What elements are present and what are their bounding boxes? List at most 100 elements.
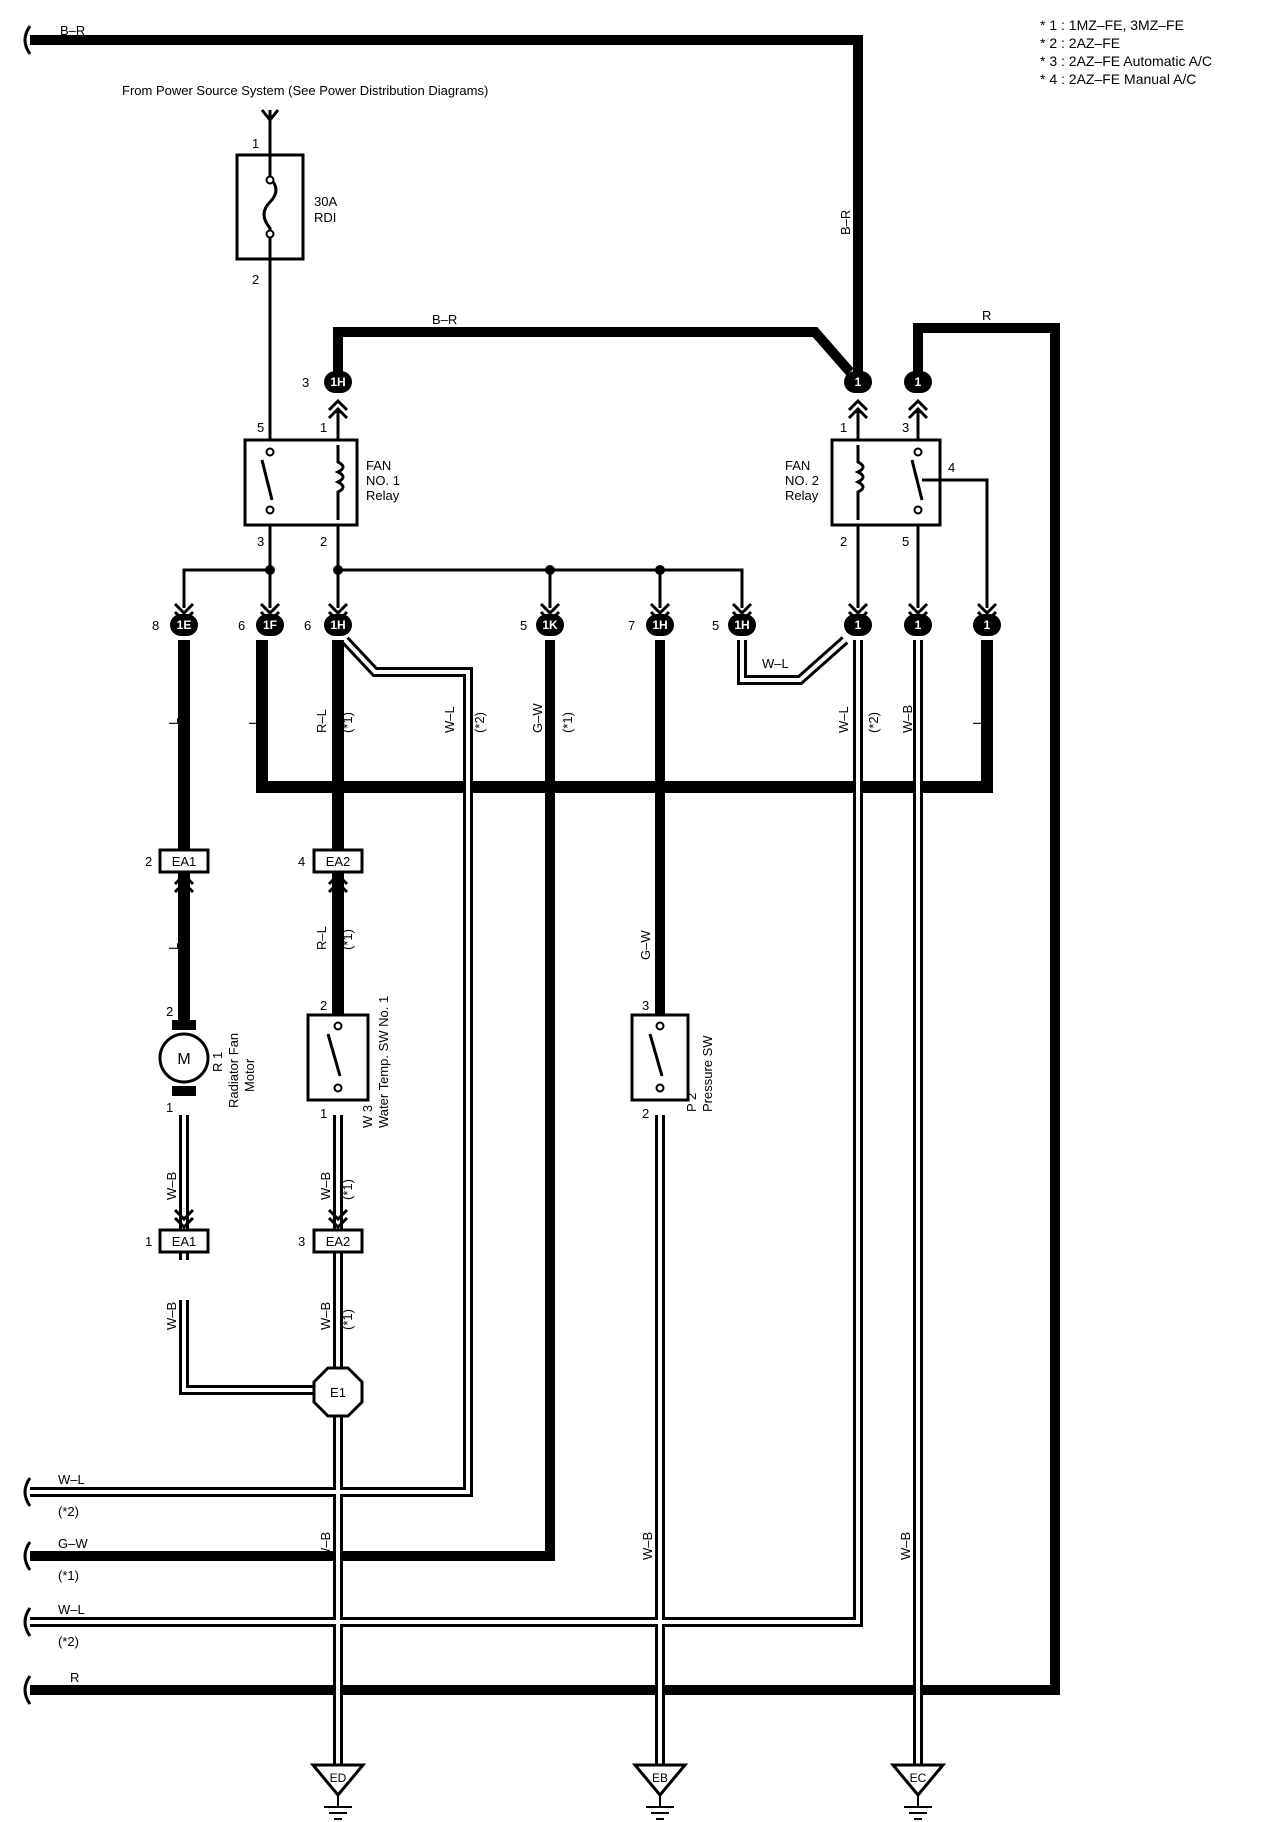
svg-text:L: L (246, 718, 261, 725)
pressure-switch: 3 2 P 2 Pressure SW (630, 998, 715, 1121)
pin-1h-top: 3 (302, 375, 309, 390)
svg-text:NO. 1: NO. 1 (366, 473, 400, 488)
connector-1h-c: 1H 5 (712, 602, 756, 636)
svg-text:1E: 1E (177, 618, 192, 632)
ground-ec: EC (891, 1763, 945, 1821)
svg-text:2: 2 (642, 1106, 649, 1121)
svg-text:(*1): (*1) (340, 1179, 355, 1200)
svg-text:EA2: EA2 (326, 1234, 351, 1249)
ground-ed: ED (311, 1763, 365, 1821)
connector-ea1-lower: EA1 1 (145, 1208, 210, 1254)
relay2-pin-5: 5 (902, 534, 909, 549)
svg-text:(*1): (*1) (340, 929, 355, 950)
svg-text:(*1): (*1) (58, 1568, 79, 1583)
water-temp-switch: 2 1 W 3 Water Temp. SW No. 1 (306, 996, 391, 1128)
relay1-pin-3: 3 (257, 534, 264, 549)
connector-1-c: 1 (973, 602, 1001, 636)
svg-text:1K: 1K (542, 618, 558, 632)
svg-text:Relay: Relay (785, 488, 819, 503)
fuse-rating: 30A (314, 194, 337, 209)
svg-text:1: 1 (855, 618, 862, 632)
connector-ea1-upper: EA1 2 (145, 848, 210, 894)
svg-text:L: L (970, 718, 985, 725)
ground-eb: EB (633, 1763, 687, 1821)
connector-1h-top: 1H 3 (302, 371, 352, 420)
svg-text:W–L: W–L (58, 1602, 85, 1617)
svg-text:Pressure SW: Pressure SW (700, 1035, 715, 1112)
connector-row: 1E 8 1F 6 1H 6 1K 5 1H 7 (152, 602, 1001, 636)
svg-text:1: 1 (984, 618, 991, 632)
connector-1-a: 1 (844, 602, 872, 636)
fuse-30a-rdi: 1 2 30A RDI (235, 136, 337, 287)
svg-text:W–L: W–L (442, 706, 457, 733)
svg-text:1: 1 (145, 1234, 152, 1249)
svg-text:B–R: B–R (432, 312, 457, 327)
svg-text:1: 1 (320, 1106, 327, 1121)
svg-text:4: 4 (298, 854, 305, 869)
svg-text:W–B: W–B (164, 1172, 179, 1200)
svg-text:1: 1 (915, 618, 922, 632)
note-4: * 4 : 2AZ–FE Manual A/C (1040, 71, 1196, 87)
junction-e1: E1 (312, 1366, 364, 1418)
svg-text:2: 2 (166, 1004, 173, 1019)
svg-text:R: R (982, 308, 991, 323)
svg-text:5: 5 (520, 618, 527, 633)
svg-text:(*2): (*2) (472, 712, 487, 733)
connector-ea2-upper: EA2 4 (298, 848, 364, 894)
connector-1-b: 1 (904, 602, 932, 636)
svg-text:1: 1 (166, 1100, 173, 1115)
svg-text:W 3: W 3 (360, 1105, 375, 1128)
radiator-fan-motor: M 2 1 R 1 Radiator Fan Motor (158, 1004, 257, 1115)
svg-text:W–L: W–L (58, 1472, 85, 1487)
svg-text:2: 2 (145, 854, 152, 869)
svg-text:L: L (166, 718, 181, 725)
svg-text:(*1): (*1) (340, 712, 355, 733)
svg-text:W–B: W–B (900, 705, 915, 733)
thick-wires (30, 35, 1060, 1695)
svg-text:1H: 1H (734, 618, 749, 632)
relay2-pin-4: 4 (948, 460, 955, 475)
svg-text:B–R: B–R (838, 210, 853, 235)
svg-text:W–B: W–B (318, 1302, 333, 1330)
svg-text:3: 3 (298, 1234, 305, 1249)
svg-text:1: 1 (855, 375, 862, 389)
note-1: * 1 : 1MZ–FE, 3MZ–FE (1040, 17, 1184, 33)
svg-text:1H: 1H (330, 618, 345, 632)
relay1-pin-5: 5 (257, 420, 264, 435)
connector-1e: 1E 8 (152, 602, 198, 636)
relay1-pin-1: 1 (320, 420, 327, 435)
relay1-pin-2: 2 (320, 534, 327, 549)
wire-labels: B–R B–R B–R R L L R–L (*1) W–L (*2) G–W … (58, 23, 991, 1685)
svg-text:FAN: FAN (785, 458, 810, 473)
svg-text:EA1: EA1 (172, 854, 197, 869)
wire-break-marks (23, 25, 32, 1705)
svg-text:1H: 1H (652, 618, 667, 632)
relay2-pin-2: 2 (840, 534, 847, 549)
note-2: * 2 : 2AZ–FE (1040, 35, 1120, 51)
svg-text:7: 7 (628, 618, 635, 633)
fan-no2-relay: 1 3 4 2 5 FAN NO. 2 Relay (785, 420, 955, 549)
connector-1-br: 1 (844, 371, 872, 420)
svg-text:3: 3 (642, 998, 649, 1013)
svg-text:EA1: EA1 (172, 1234, 197, 1249)
svg-text:G–W: G–W (530, 703, 545, 733)
svg-text:(*2): (*2) (58, 1634, 79, 1649)
svg-text:1: 1 (915, 375, 922, 389)
power-source-label: From Power Source System (See Power Dist… (122, 83, 488, 98)
svg-text:W–B: W–B (898, 1532, 913, 1560)
svg-text:(*1): (*1) (340, 1309, 355, 1330)
svg-text:Relay: Relay (366, 488, 400, 503)
svg-text:ED: ED (330, 1771, 347, 1785)
svg-text:W–L: W–L (836, 706, 851, 733)
svg-text:1H: 1H (330, 375, 345, 389)
svg-text:W–B: W–B (640, 1532, 655, 1560)
fuse-pin-in: 1 (252, 136, 259, 151)
svg-text:R 1: R 1 (210, 1052, 225, 1072)
svg-text:NO. 2: NO. 2 (785, 473, 819, 488)
svg-text:L: L (166, 943, 181, 950)
svg-text:G–W: G–W (638, 930, 653, 960)
svg-text:EB: EB (652, 1771, 668, 1785)
connector-1f: 1F 6 (238, 602, 284, 636)
motor-symbol: M (177, 1051, 190, 1068)
